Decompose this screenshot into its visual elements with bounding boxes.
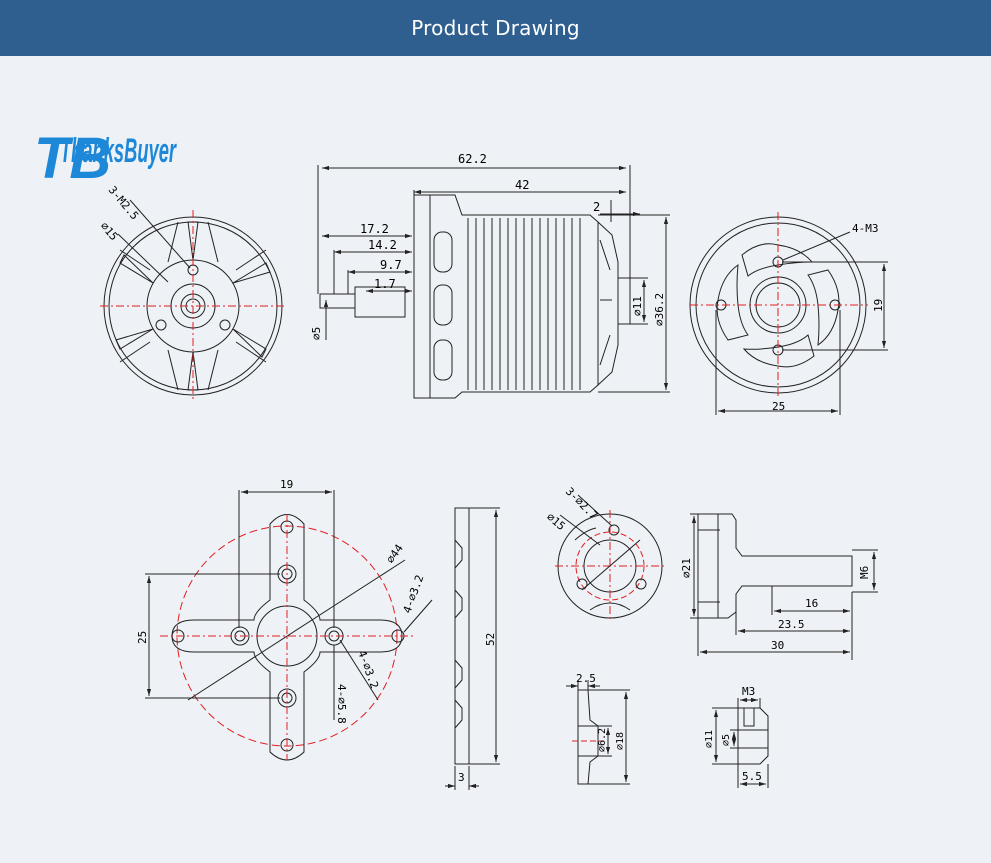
side-shaft-a: 17.2 <box>360 222 389 236</box>
washer-view <box>566 680 630 785</box>
shaft-len-a: 16 <box>805 597 818 610</box>
washer-inner-dia: ⌀6.2 <box>597 728 608 752</box>
washer-thickness: 2.5 <box>576 672 596 685</box>
page-title: Product Drawing <box>411 16 580 40</box>
header-bar: Product Drawing <box>0 0 991 56</box>
plate-thickness: 3 <box>458 771 465 784</box>
drawing-canvas: TB ThanksBuyer 3-M2.5 ⌀15 <box>0 56 991 859</box>
nut-view <box>712 697 769 788</box>
x-mount-view <box>145 489 433 761</box>
mount-circle: ⌀44 <box>384 542 406 566</box>
side-shaft-b: 14.2 <box>368 238 397 252</box>
mount-width: 19 <box>280 478 293 491</box>
nut-length: 5.5 <box>742 770 762 783</box>
front-holes-label: 3-M2.5 <box>106 184 142 223</box>
side-body-length: 42 <box>515 178 529 192</box>
side-total-length: 62.2 <box>458 152 487 166</box>
shaft-len-c: 30 <box>771 639 784 652</box>
adapter-view <box>555 494 665 620</box>
brand-logo: TB ThanksBuyer <box>34 126 177 191</box>
washer-outer-dia: ⌀18 <box>615 732 626 750</box>
side-flange-length: 2 <box>593 200 600 214</box>
rear-view <box>689 212 888 415</box>
side-shaft-dia: ⌀5 <box>310 327 323 340</box>
logo-text: ThanksBuyer <box>60 132 177 170</box>
shaft-adapter-view <box>690 513 878 660</box>
rear-spacing-v: 19 <box>872 299 885 312</box>
front-pcd-label: ⌀15 <box>98 220 121 244</box>
shaft-head-dia: ⌀21 <box>680 558 693 578</box>
mount-slot: 4-⌀5.8 <box>335 684 348 724</box>
nut-thread: M3 <box>742 685 755 698</box>
adapter-pcd: ⌀15 <box>544 510 568 533</box>
side-shaft-c: 9.7 <box>380 258 402 272</box>
front-view <box>100 199 286 400</box>
plate-side-view <box>445 507 500 790</box>
rear-holes-label: 4-M3 <box>852 222 879 235</box>
mount-height: 25 <box>136 631 149 644</box>
shaft-thread: M6 <box>858 566 871 579</box>
nut-outer-dia: ⌀11 <box>704 730 715 748</box>
side-boss-dia: ⌀11 <box>631 296 644 316</box>
adapter-holes: 3-⌀2.7 <box>563 485 600 522</box>
side-shaft-d: 1.7 <box>374 277 396 291</box>
technical-drawing: TB ThanksBuyer 3-M2.5 ⌀15 <box>34 126 888 790</box>
logo-mark: TB <box>34 126 111 191</box>
plate-length: 52 <box>484 633 497 646</box>
side-body-dia: ⌀36.2 <box>653 293 666 326</box>
side-view <box>317 165 670 399</box>
shaft-len-b: 23.5 <box>778 618 805 631</box>
mount-outer-holes: 4-⌀3.2 <box>401 573 427 615</box>
nut-inner-dia: ⌀5 <box>721 734 732 746</box>
rear-spacing-h: 25 <box>772 400 785 413</box>
